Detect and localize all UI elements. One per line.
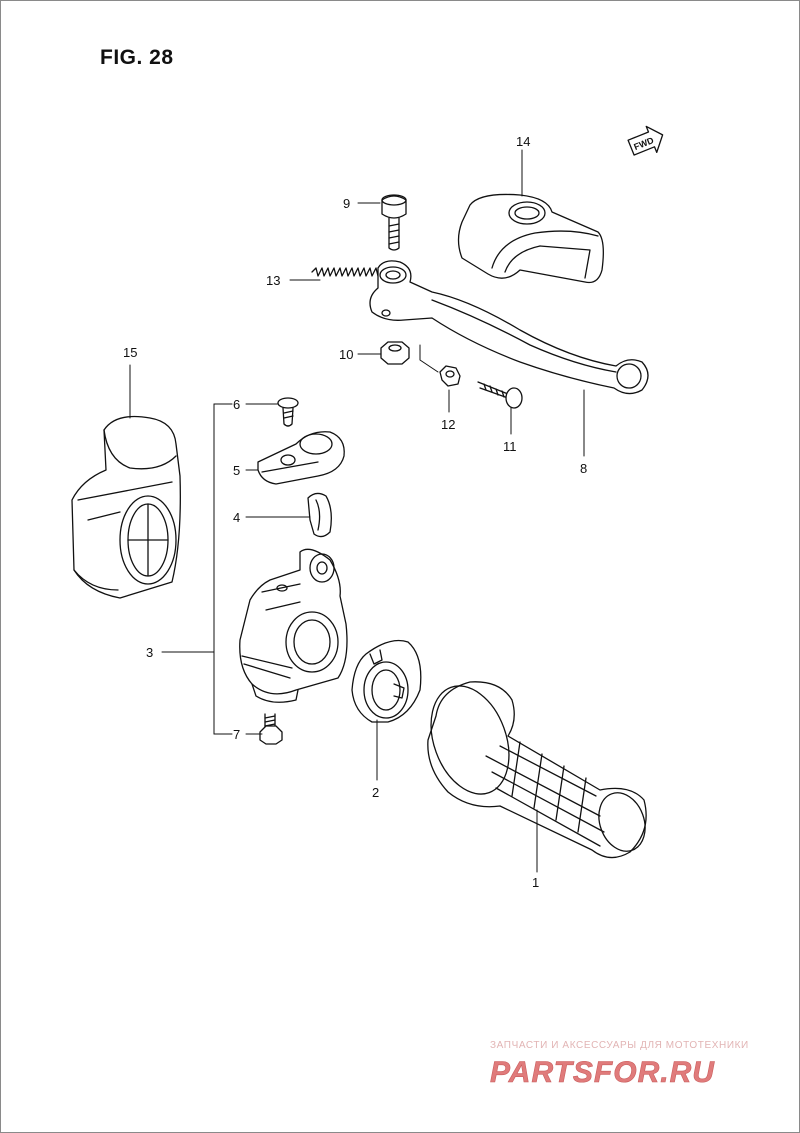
small-screw-part [277,397,299,427]
mounting-bolt-part [259,713,283,745]
watermark-logo: PARTSFOR.RU [490,1056,715,1090]
callout-11: 11 [503,439,517,454]
adjuster-nut-part [439,365,461,387]
watermark-logo-text: PARTSFOR.RU [490,1056,715,1089]
callout-13: 13 [266,273,281,288]
lever-cover-part [457,193,604,284]
callout-8: 8 [580,461,588,476]
callout-4: 4 [233,510,241,525]
callout-9: 9 [343,196,351,211]
callout-7: 7 [233,727,241,742]
cam-ring-part [351,639,422,723]
watermark-caption: ЗАПЧАСТИ И АКСЕССУАРЫ ДЛЯ МОТОТЕХНИКИ [490,1040,749,1051]
callout-15: 15 [123,345,138,360]
leader-lines [129,149,585,873]
switch-box-cover-part [71,415,181,599]
adjuster-screw-part [477,381,523,409]
lever-holder-part [239,548,348,703]
callout-2: 2 [372,785,380,800]
return-spring-part [311,267,382,277]
callout-10: 10 [339,347,354,362]
cable-stop-part [307,492,332,538]
fwd-arrow-icon: FWD [627,125,664,156]
callout-6: 6 [233,397,241,412]
callout-5: 5 [233,463,241,478]
holder-plate-part [257,431,345,485]
lever-nut-part [380,341,410,365]
callout-12: 12 [441,417,456,432]
callout-14: 14 [516,134,531,149]
callout-3: 3 [146,645,154,660]
callout-1: 1 [532,875,540,890]
figure-title: FIG. 28 [100,46,174,69]
pivot-bolt-part [381,194,407,251]
clutch-lever-part [369,260,649,395]
handlebar-grip-part [427,681,647,859]
